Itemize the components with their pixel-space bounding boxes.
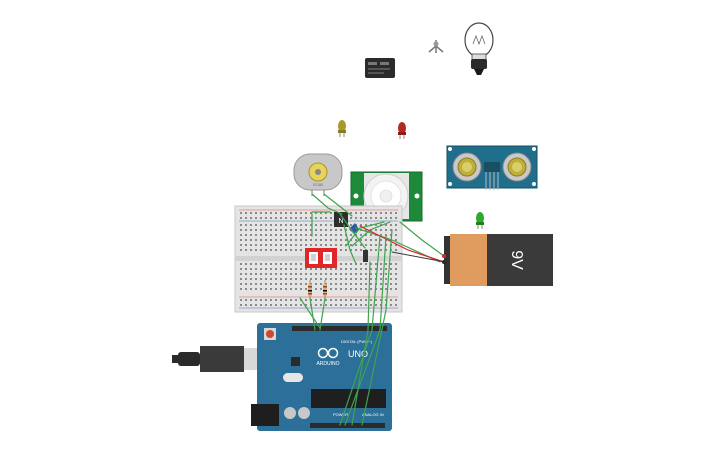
motor-label: VZ180 xyxy=(313,183,323,187)
diode-blue[interactable] xyxy=(349,223,359,234)
wire xyxy=(391,251,446,263)
wire xyxy=(344,235,387,426)
small-component[interactable] xyxy=(428,40,444,53)
arduino-model: UNO xyxy=(348,349,368,359)
wire xyxy=(339,213,366,249)
wire xyxy=(311,193,343,215)
wire xyxy=(319,297,326,331)
arduino-logo: ARDUINO xyxy=(316,347,340,367)
wire xyxy=(351,261,371,426)
power-pins-label: POWER xyxy=(333,412,348,417)
wire xyxy=(399,221,445,257)
dip-switch[interactable] xyxy=(305,248,337,268)
ultrasonic-sensor[interactable] xyxy=(446,145,538,190)
relay[interactable] xyxy=(365,58,395,78)
wire xyxy=(309,297,316,331)
wires[interactable] xyxy=(299,193,446,426)
resistor-2[interactable] xyxy=(323,280,327,300)
wire xyxy=(339,235,381,426)
wire xyxy=(299,297,321,329)
battery-9v[interactable]: 9V xyxy=(444,234,553,286)
wire xyxy=(361,229,393,426)
wire xyxy=(351,221,391,247)
wire xyxy=(355,227,441,263)
analog-pins-label: ANALOG IN xyxy=(362,412,384,417)
capacitor[interactable] xyxy=(363,250,368,262)
wire xyxy=(323,193,353,217)
led-yellow[interactable] xyxy=(338,120,346,137)
led-red[interactable] xyxy=(398,122,406,139)
transistor[interactable]: N xyxy=(334,212,348,227)
resistor-1[interactable] xyxy=(308,280,312,300)
battery-snap[interactable] xyxy=(442,254,446,264)
wire xyxy=(345,221,385,247)
wire xyxy=(359,225,445,263)
light-bulb[interactable] xyxy=(464,22,494,75)
battery-label: 9V xyxy=(508,250,525,270)
wire xyxy=(343,224,357,265)
digital-pins-label: DIGITAL (PWM~) xyxy=(341,339,373,344)
transistor-label: N xyxy=(338,218,343,225)
dc-motor[interactable]: VZ180 xyxy=(293,153,343,196)
arduino-logo-text: ARDUINO xyxy=(316,361,339,367)
usb-cable[interactable] xyxy=(172,346,264,372)
arduino-uno[interactable]: ARDUINO UNO DIGITAL (PWM~) POWER ANALOG … xyxy=(172,323,392,431)
led-green[interactable] xyxy=(476,212,484,229)
